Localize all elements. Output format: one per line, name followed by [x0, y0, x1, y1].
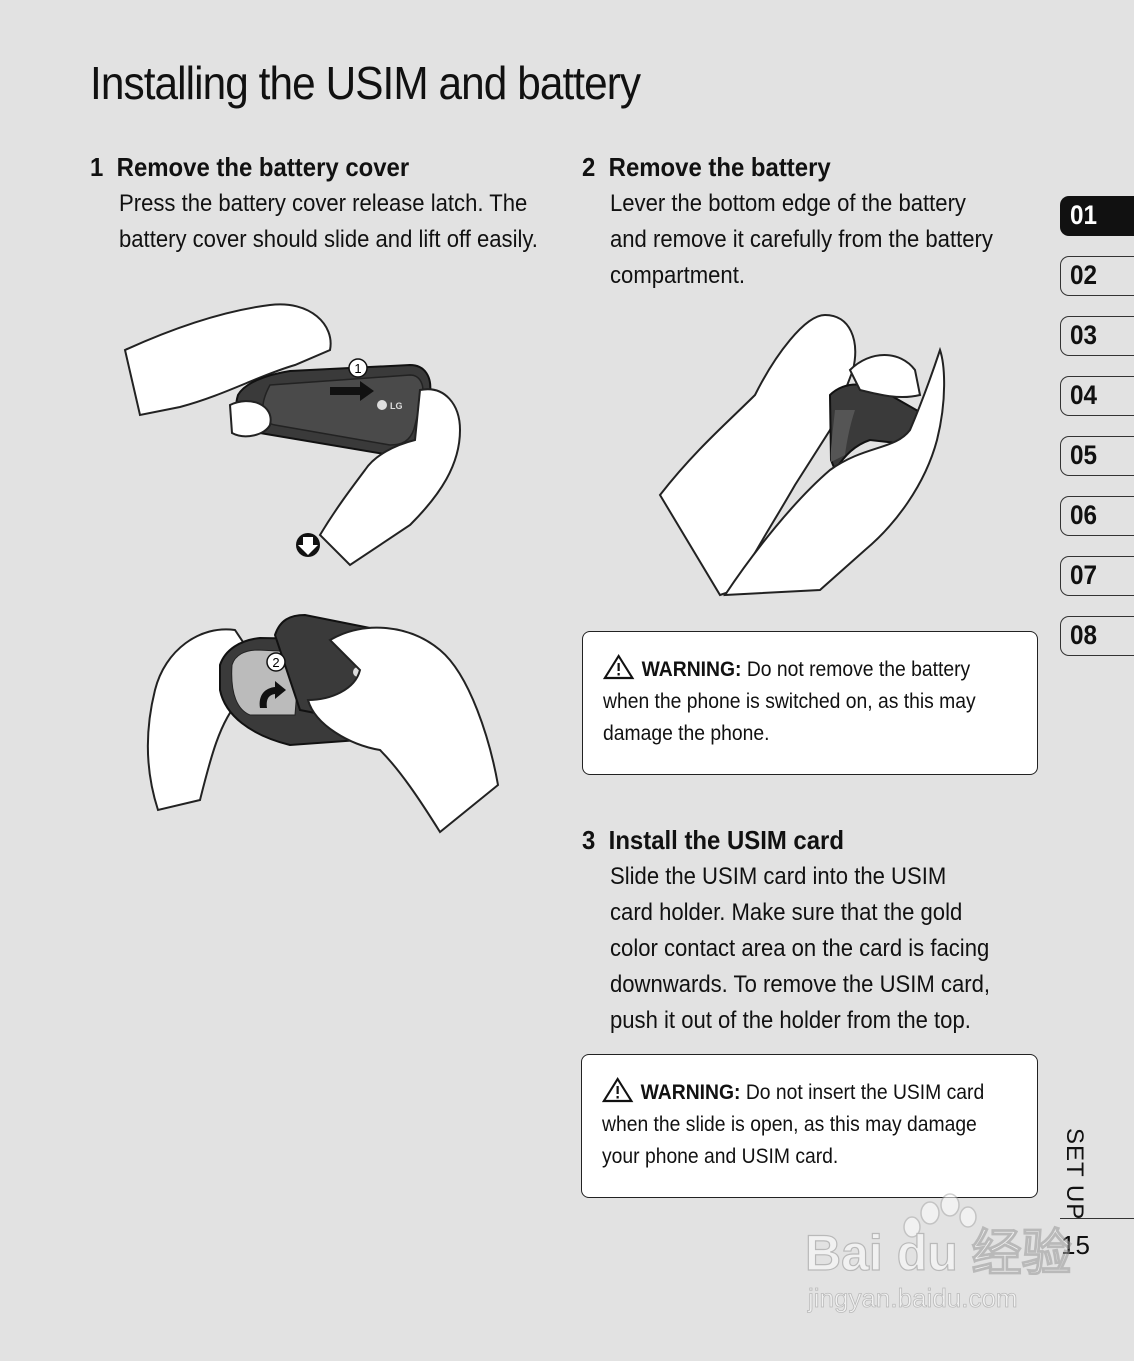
step-2-number: 2 [582, 152, 596, 182]
warning-line: when the slide is open, as this may dama… [602, 1113, 977, 1136]
step-3-title: Install the USIM card [608, 825, 844, 855]
step-2-line: Lever the bottom edge of the battery [610, 190, 966, 217]
lift-arrow-icon [259, 681, 286, 708]
step-2-body: Lever the bottom edge of the battery and… [610, 186, 993, 294]
step-3-heading: 3 Install the USIM card [582, 825, 844, 856]
warning-triangle-icon [601, 1077, 634, 1103]
warning-text: WARNING: Do not insert the USIM card whe… [601, 1077, 984, 1173]
warning-line: your phone and USIM card. [602, 1145, 839, 1168]
step-1-number: 1 [90, 152, 104, 182]
chapter-tab-03[interactable]: 03 [1060, 316, 1134, 356]
watermark-url: jingyan.baidu.com [807, 1283, 1018, 1313]
baidu-watermark: Bai du 经验 jingyan.baidu.com [804, 1193, 1072, 1313]
step-3-line: color contact area on the card is facing [610, 935, 990, 962]
warning-label: WARNING: [641, 658, 742, 681]
warning-line: when the phone is switched on, as this m… [603, 690, 976, 713]
illustration-lift-cover: LG 2 [146, 613, 500, 834]
step-1-title: Remove the battery cover [116, 152, 410, 182]
slide-arrow-icon [330, 381, 374, 401]
illustration-slide-cover: LG 1 [123, 303, 462, 567]
step-1-heading: 1 Remove the battery cover [90, 152, 409, 183]
warning-triangle-icon [602, 654, 635, 680]
marker-1: 1 [348, 358, 368, 378]
section-label: SET UP [1061, 1128, 1088, 1221]
step-1-body: Press the battery cover release latch. T… [119, 186, 538, 258]
step-2-heading: 2 Remove the battery [582, 152, 831, 183]
warning-label: WARNING: [640, 1081, 741, 1104]
step-3-line: push it out of the holder from the top. [610, 1007, 971, 1034]
chapter-tab-08[interactable]: 08 [1060, 616, 1134, 656]
illustration-remove-battery [658, 313, 946, 597]
step-2-title: Remove the battery [608, 152, 831, 182]
step-3-line: card holder. Make sure that the gold [610, 899, 963, 926]
warning-line: damage the phone. [603, 722, 770, 745]
svg-text:1: 1 [354, 361, 361, 376]
warning-box-usim: WARNING: Do not insert the USIM card whe… [581, 1054, 1038, 1198]
warning-text: WARNING: Do not remove the battery when … [602, 654, 976, 750]
watermark-brand: Bai du 经验 [805, 1225, 1072, 1281]
step-1-line: Press the battery cover release latch. T… [119, 190, 528, 217]
chapter-tab-04[interactable]: 04 [1060, 376, 1134, 416]
step-2-line: and remove it carefully from the battery [610, 226, 993, 253]
page-title: Installing the USIM and battery [90, 57, 641, 109]
step-3-body: Slide the USIM card into the USIM card h… [610, 859, 990, 1039]
svg-text:2: 2 [272, 655, 279, 670]
chapter-tab-02[interactable]: 02 [1060, 256, 1134, 296]
step-3-number: 3 [582, 825, 596, 855]
page-divider [1060, 1218, 1134, 1219]
chapter-tab-07[interactable]: 07 [1060, 556, 1134, 596]
chapter-tab-06[interactable]: 06 [1060, 496, 1134, 536]
step-3-line: Slide the USIM card into the USIM [610, 863, 947, 890]
phone-logo: LG [390, 401, 403, 411]
chapter-tab-01[interactable]: 01 [1060, 196, 1134, 236]
warning-box-battery: WARNING: Do not remove the battery when … [582, 631, 1038, 775]
page-number: 15 [1061, 1230, 1090, 1260]
step-1-line: battery cover should slide and lift off … [119, 226, 538, 253]
step-2-line: compartment. [610, 262, 745, 289]
arrow-down-circle-icon [296, 533, 320, 557]
marker-2: 2 [266, 652, 286, 672]
chapter-tab-05[interactable]: 05 [1060, 436, 1134, 476]
step-3-line: downwards. To remove the USIM card, [610, 971, 991, 998]
paw-icon [903, 1193, 977, 1238]
